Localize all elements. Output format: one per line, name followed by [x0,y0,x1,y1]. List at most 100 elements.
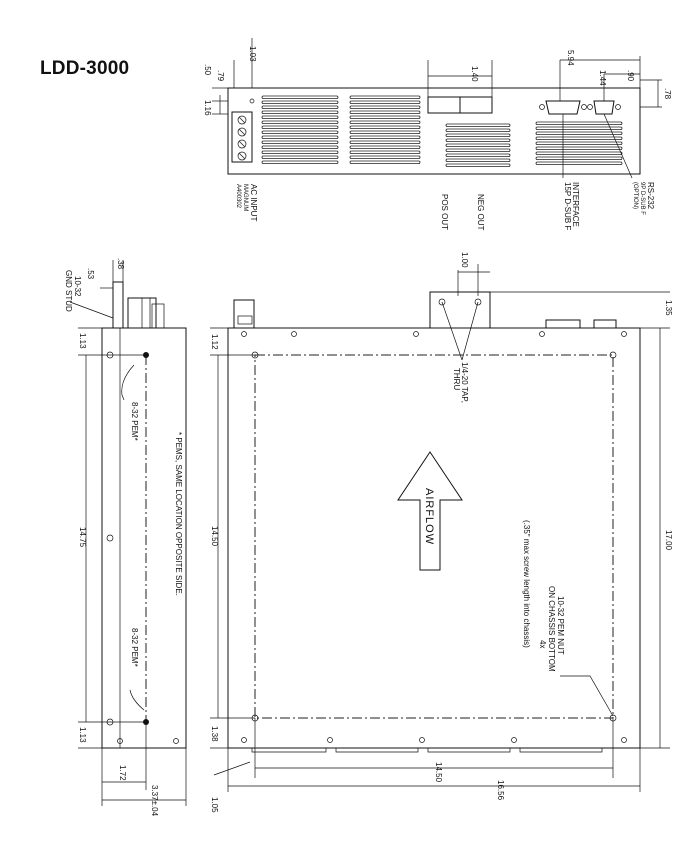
side-view: .38 .53 10-32 GND STUD 1.13 14.75 1.13 1… [64,258,187,817]
mounting-hole [249,98,255,104]
pem-pattern-outline [254,354,614,719]
dim-144: 1.44 [598,70,607,86]
gnd-stud [112,281,124,329]
dim-53: .53 [86,268,95,280]
bottom-view: AIRFLOW 1/4-20 TAP, THRU 10-32 PEM NUT O… [210,252,673,813]
vent-slot [535,146,623,150]
dim-172: 1.72 [118,765,127,781]
vent-slot [261,130,339,134]
ac-input-bump [233,299,255,329]
nut-qty: 4x [538,640,547,648]
vent-slot [349,105,421,109]
output-terminal-bump [429,291,491,329]
airflow-arrow-icon [397,451,463,571]
ac-input-terminal [231,111,253,163]
vent-slot [349,155,421,159]
drawing-title: LDD-3000 [40,58,130,79]
dim-90: .90 [626,70,635,82]
dim-135: 1.35 [664,300,673,316]
vent-slots-left [261,95,339,164]
nut-label: 10-32 PEM NUT [556,596,565,655]
vent-slot [261,110,339,114]
vent-slot [445,148,511,152]
rs232-option: (OPTION) [632,182,638,209]
vent-slot [261,95,339,99]
vent-slot [349,135,421,139]
rear-panel-outline [227,87,641,175]
vent-slot [261,105,339,109]
vent-slot [445,163,511,167]
vent-slot [349,140,421,144]
vent-slot [261,120,339,124]
vent-slot [261,145,339,149]
ac-input-part: A400302 [235,184,241,209]
vent-slot [349,115,421,119]
vent-slot [349,125,421,129]
dim-140: 1.40 [470,66,479,82]
pem-nut-2 [609,351,617,359]
vent-slot [349,120,421,124]
dim-103: 1.03 [248,46,257,62]
dim-112: 1.12 [210,334,219,350]
vent-slot [261,115,339,119]
vent-slot [445,128,511,132]
vent-slot [535,156,623,160]
dim-1656: 16.56 [496,780,505,801]
dim-337: 3.37±.04 [150,785,159,817]
dim-38: .38 [116,258,125,270]
vent-slot [261,100,339,104]
pem-label-bottom: 8-32 PEM* [130,628,139,667]
tap-label: 1/4-20 TAP, [460,362,469,403]
vent-slot [445,143,511,147]
vent-slot [445,158,511,162]
side-panel-outline [101,327,187,749]
pem-note: * PEMS, SAME LOCATION OPPOSITE SIDE. [174,432,183,596]
vent-slot [535,136,623,140]
rear-panel-view: 1.03 .50 .79 1.16 1.40 5.94 1.44 .90 .78… [203,38,672,231]
vent-slot [535,121,623,125]
interface-type: 15P D-SUB F [563,182,572,230]
vent-slot [535,161,623,165]
rs232-type: 9P D-SUB F [639,182,645,215]
dim-79: .79 [216,70,225,82]
vent-slot [349,150,421,154]
vent-slot [261,160,339,164]
ac-input-brand: MAGNUM [242,184,248,211]
dim-116: 1.16 [203,100,212,116]
tap-thru: THRU [452,368,461,390]
vent-slot [445,138,511,142]
nut-screw-note: (.35" max screw length into chassis) [522,520,531,648]
pos-out-label: POS OUT [440,194,449,230]
dim-138: 1.38 [210,726,219,742]
vent-slots-right-lower [445,123,511,167]
pem-label-top: 8-32 PEM* [130,402,139,441]
dim-1475: 14.75 [78,527,87,548]
airflow-label: AIRFLOW [423,488,435,545]
vent-slot [535,126,623,130]
dim-78: .78 [663,88,672,100]
vent-slot [349,145,421,149]
interface-connector [545,100,581,115]
vent-slot [261,140,339,144]
dim-50: .50 [203,64,212,76]
dim-113-bottom: 1.13 [78,727,87,743]
vent-slots-right [535,121,623,165]
vent-slot [349,100,421,104]
vent-slot [535,131,623,135]
interface-label: INTERFACE [571,182,580,227]
dim-1700: 17.00 [664,530,673,551]
vent-slot [445,123,511,127]
dim-1450-horizontal: 14.50 [434,762,443,783]
vent-slot [535,151,623,155]
vent-slot [349,110,421,114]
dim-1450-vertical: 14.50 [210,526,219,547]
dim-105: 1.05 [210,797,219,813]
vent-slot [349,160,421,164]
gnd-thread: 10-32 [73,276,82,297]
dim-594: 5.94 [566,50,575,66]
vent-slot [445,133,511,137]
nut-location: ON CHASSIS BOTTOM [547,586,556,672]
vent-slot [535,141,623,145]
neg-out-label: NEG OUT [476,194,485,231]
